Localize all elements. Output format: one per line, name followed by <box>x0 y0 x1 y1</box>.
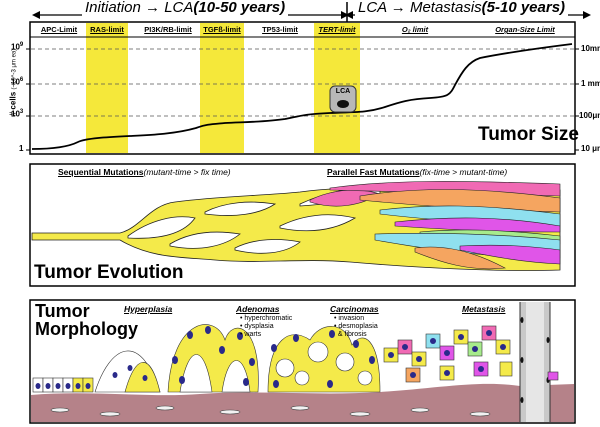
adenoma-bullets: • hyperchromatic • dysplasia • warts <box>240 315 293 338</box>
sequential-mutations-note: (mutant-time > fix time) <box>143 167 231 177</box>
lca-box <box>329 85 357 113</box>
carcinoma-bullets: • invasion • desmoplasia & fibrosis <box>334 315 378 338</box>
sequential-mutations: Sequential Mutations(mutant-time > fix t… <box>58 167 231 177</box>
morphology-title-line1: Tumor <box>35 301 90 321</box>
parallel-mutations-note: (fix-time > mutant-time) <box>419 167 508 177</box>
stroma-fibroblasts <box>50 405 491 417</box>
tumor-size-panel <box>26 21 579 155</box>
phase-metastasis-duration: (5-10 years) <box>481 0 566 16</box>
phase-initiation: Initiation → LCA(10-50 years) <box>82 0 289 16</box>
lca-nucleus <box>337 100 349 108</box>
tumor-size-title: Tumor Size <box>478 124 579 145</box>
y-right-tick-100um: 100μm <box>579 111 600 120</box>
stroma <box>31 383 574 422</box>
tgfb-limit-band <box>200 23 244 153</box>
stage-metastasis: Metastasis <box>462 304 506 314</box>
tumor-evolution-panel <box>29 163 576 287</box>
limit-ras: RAS-limit <box>90 25 124 34</box>
tumor-morphology-title: Tumor Morphology <box>35 302 138 338</box>
limit-pi3k-rb: PI3K/RB-limit <box>144 25 192 34</box>
limit-tgfb: TGFß-limit <box>203 25 241 34</box>
blood-vessel <box>519 302 551 422</box>
tumor-growth-curve <box>31 43 573 150</box>
morphology-title-line2: Morphology <box>35 319 138 339</box>
phase-initiation-duration: (10-50 years) <box>193 0 286 16</box>
limit-tp53: TP53-limit <box>262 25 298 34</box>
y-right-tick-10um: 10 μm <box>581 144 600 153</box>
y-right-tick-1mm: 1 mm <box>581 79 600 88</box>
y-tick-1: 1 <box>19 144 24 153</box>
limit-organ-size: Organ-Size Limit <box>495 25 555 34</box>
limit-o2: O₂ limit <box>401 25 429 34</box>
phase-metastasis-text: LCA → Metastasis <box>358 0 482 16</box>
adenoma-cells <box>167 324 259 393</box>
y-tick-1e3: 103 <box>11 109 24 119</box>
y-tick-1e6: 106 <box>11 77 24 87</box>
carcinoma-cells <box>267 326 381 393</box>
stage-carcinomas: Carcinomas <box>330 304 379 314</box>
tumor-evolution-title: Tumor Evolution <box>34 262 184 283</box>
limit-tert: TERT-limit <box>318 25 356 34</box>
phase-initiation-text: Initiation → LCA <box>85 0 194 16</box>
y-tick-1e9: 109 <box>11 42 24 52</box>
sequential-mutations-label: Sequential Mutations <box>58 167 144 177</box>
y-right-tick-10mm: 10mm <box>581 44 600 53</box>
lca-label: LCA <box>335 88 351 95</box>
phase-metastasis: LCA → Metastasis(5-10 years) <box>355 0 569 16</box>
circulating-tumor-cell <box>547 371 559 381</box>
stage-hyperplasia: Hyperplasia <box>124 304 173 314</box>
ras-limit-band <box>86 23 128 153</box>
parallel-mutations-label: Parallel Fast Mutations <box>327 167 420 177</box>
limit-apc: APC-Limit <box>40 25 78 34</box>
stage-adenomas: Adenomas <box>236 304 280 314</box>
parallel-mutations: Parallel Fast Mutations(fix-time > mutan… <box>327 167 507 177</box>
